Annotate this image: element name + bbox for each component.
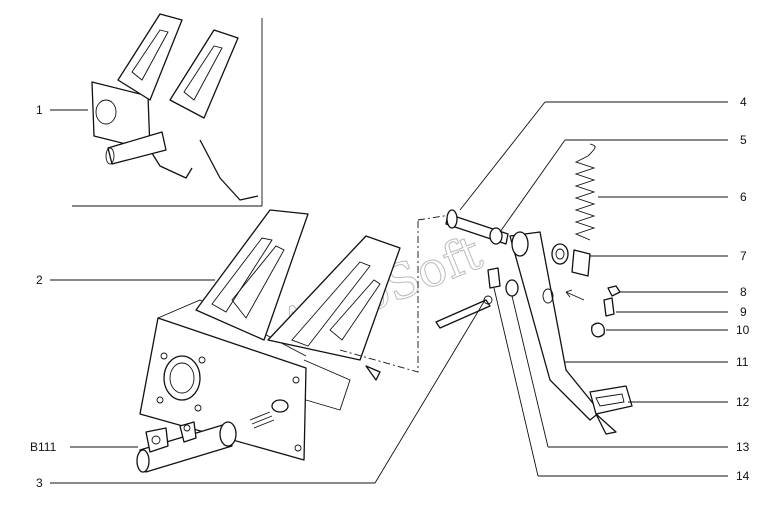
label-2: 2: [36, 273, 43, 287]
arrow-line: [565, 291, 585, 301]
label-13: 13: [736, 440, 750, 454]
label-12: 12: [736, 395, 750, 409]
assembly-axis-line-2: [417, 214, 451, 221]
label-9: 9: [740, 305, 747, 319]
label-5: 5: [740, 133, 747, 147]
pivot-bolt: [445, 209, 509, 245]
washer: [505, 279, 519, 297]
pedal-bracket: [139, 209, 401, 461]
stop-bolt: [603, 297, 615, 317]
callout-labels: 1 2 3 B111 4 5 6 7 8 9 10 11 12 13 14: [30, 95, 750, 490]
label-3: 3: [36, 476, 43, 490]
nut: [607, 285, 621, 297]
bushing: [551, 243, 569, 265]
leader-lines: [50, 101, 728, 484]
label-14: 14: [736, 469, 750, 483]
label-b111: B111: [30, 440, 57, 454]
bracket-spring-bolt: [249, 399, 289, 429]
label-11: 11: [736, 355, 749, 369]
pedal-pad: [589, 385, 633, 415]
label-7: 7: [740, 249, 747, 263]
label-8: 8: [740, 285, 747, 299]
spring-clip: [571, 249, 591, 277]
label-10: 10: [736, 323, 750, 337]
master-cylinder: [136, 421, 237, 473]
inset-assembly-view: [72, 13, 263, 207]
clevis-clip: [487, 267, 501, 289]
return-spring: [574, 143, 596, 241]
label-1: 1: [36, 103, 43, 117]
stop-cap: [591, 322, 605, 338]
label-4: 4: [740, 95, 747, 109]
push-rod: [435, 299, 491, 329]
assembly-axis-line: [339, 220, 419, 373]
label-6: 6: [740, 190, 747, 204]
